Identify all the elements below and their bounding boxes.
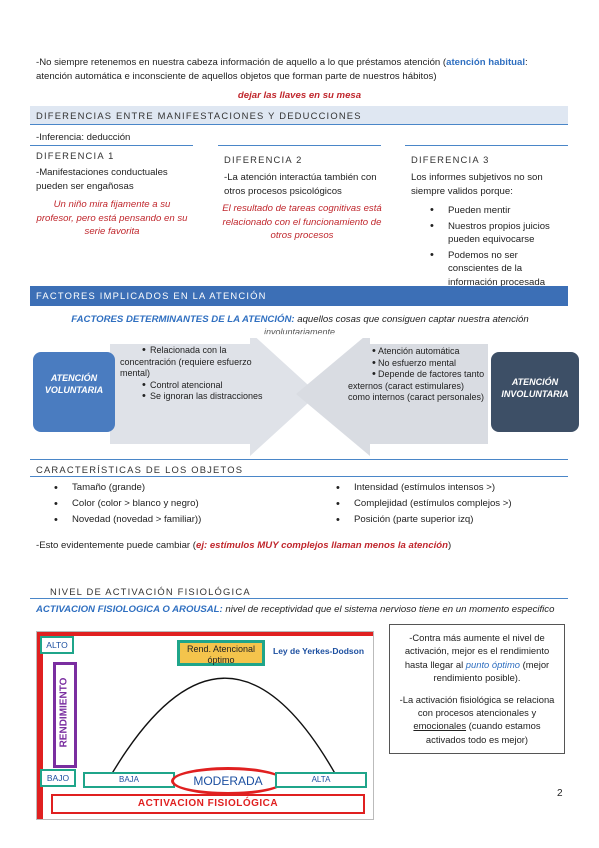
baja-label: BAJA — [83, 772, 175, 788]
alta-label: ALTA — [275, 772, 367, 788]
intro-line2: atención automática e inconsciente de aq… — [36, 70, 437, 82]
voluntaria-label: ATENCIÓN VOLUNTARIA — [44, 373, 104, 395]
intro-line1-c: : — [525, 57, 528, 68]
note-a: -Esto evidentemente puede cambiar ( — [36, 540, 196, 551]
factores-header: FACTORES IMPLICADOS EN LA ATENCIÓN — [30, 286, 568, 306]
side-p2-b: emocionales — [413, 720, 467, 732]
dif3-text: Los informes subjetivos no son siempre v… — [411, 172, 543, 197]
moderada-label: MODERADA — [171, 767, 285, 795]
voluntaria-box — [33, 352, 115, 432]
caracteristicas-rule — [30, 476, 568, 477]
inferencia-text: -Inferencia: deducción — [36, 132, 131, 143]
side-box-p1: -Contra más aumente el nivel de activaci… — [398, 631, 556, 685]
involuntaria-label: ATENCIÓN INVOLUNTARIA — [501, 377, 569, 399]
dif2-rule — [218, 145, 381, 146]
intro-line1-a: -No siempre retenemos en nuestra cabeza … — [36, 57, 447, 68]
activacion-definition: ACTIVACION FISIOLOGICA O AROUSAL: nivel … — [36, 603, 576, 617]
side-p1-b: punto óptimo — [465, 658, 521, 670]
factores-def-term: FACTORES DETERMINANTES DE LA ATENCIÓN: — [71, 314, 295, 325]
list-item: Control atencional — [108, 380, 268, 392]
ley-label: Ley de Yerkes-Dodson — [273, 646, 365, 656]
list-item: Relacionada con la concentración (requie… — [108, 345, 268, 380]
note-example: ej: estímulos MUY complejos llaman menos… — [195, 540, 448, 551]
involuntaria-box — [491, 352, 579, 432]
caracteristicas-right: Intensidad (estímulos intensos >) Comple… — [332, 480, 572, 528]
caracteristicas-title: CARACTERÍSTICAS DE LOS OBJETOS — [36, 464, 244, 475]
rendimiento-label: RENDIMIENTO — [58, 677, 70, 748]
list-item: Depende de factores tanto externos (cara… — [338, 369, 488, 404]
list-item: Color (color > blanco y negro) — [50, 496, 310, 512]
dif1-text: -Manifestaciones conductuales pueden ser… — [36, 167, 168, 192]
activacion-rule — [30, 598, 568, 599]
activacion-title: NIVEL DE ACTIVACIÓN FISIOLÓGICA — [50, 586, 251, 597]
rendimiento-box: RENDIMIENTO — [53, 662, 77, 768]
page-number: 2 — [557, 788, 563, 799]
list-item: Intensidad (estímulos intensos >) — [332, 480, 572, 496]
dif3-title: DIFERENCIA 3 — [411, 154, 490, 165]
list-item: Atención automática — [338, 346, 488, 358]
alto-label: ALTO — [40, 636, 74, 654]
activacion-side-box: -Contra más aumente el nivel de activaci… — [389, 624, 565, 754]
list-item: Complejidad (estímulos complejos >) — [332, 496, 572, 512]
list-item: Nuestros propios juicios pueden equivoca… — [426, 220, 561, 247]
list-item: Se ignoran las distracciones — [108, 391, 268, 403]
activacion-term: ACTIVACION FISIOLOGICA O AROUSAL: — [36, 604, 223, 615]
dif2-text: -La atención interactúa también con otro… — [224, 172, 377, 197]
factores-def-cont: involuntariamente — [263, 327, 336, 337]
involuntaria-list: Atención automática No esfuerzo mental D… — [338, 346, 488, 404]
factores-definition: FACTORES DETERMINANTES DE LA ATENCIÓN: a… — [60, 313, 540, 327]
list-item: Tamaño (grande) — [50, 480, 310, 496]
side-p2-a: -La activación fisiológica se relaciona … — [399, 693, 555, 719]
caracteristicas-left: Tamaño (grande) Color (color > blanco y … — [50, 480, 310, 528]
caracteristicas-note: -Esto evidentemente puede cambiar (ej: e… — [36, 539, 576, 553]
yerkes-dodson-graph: ALTO RENDIMIENTO BAJO Rend. Atencional ó… — [36, 631, 374, 820]
factores-def-text: aquellos cosas que consiguen captar nues… — [294, 314, 529, 325]
dif1-rule — [30, 145, 193, 146]
voluntaria-list: Relacionada con la concentración (requie… — [108, 345, 268, 403]
list-item: Novedad (novedad > familiar)) — [50, 512, 310, 528]
dif2-example: El resultado de tareas cognitivas está r… — [222, 203, 382, 241]
list-item: Podemos no ser conscientes de la informa… — [426, 249, 561, 290]
diferencias-header-bg — [30, 106, 568, 124]
bajo-label: BAJO — [40, 769, 76, 787]
optimo-box: Rend. Atencional óptimo — [177, 640, 265, 666]
list-item: Pueden mentir — [426, 204, 561, 218]
side-box-p2: -La activación fisiológica se relaciona … — [398, 693, 556, 747]
dif3-list: Pueden mentir Nuestros propios juicios p… — [426, 204, 561, 289]
factores-title: FACTORES IMPLICADOS EN LA ATENCIÓN — [36, 290, 267, 301]
side-p1-c: (mejor rendimiento posible). — [433, 658, 550, 684]
diferencias-rule — [30, 124, 568, 125]
activacion-def-text: nivel de receptividad que el sistema ner… — [222, 604, 555, 615]
intro-example: dejar las llaves en su mesa — [237, 90, 362, 101]
side-p1-a: -Contra más aumente el nivel de activaci… — [404, 632, 550, 670]
intro-paragraph: -No siempre retenemos en nuestra cabeza … — [36, 56, 566, 83]
dif1-title: DIFERENCIA 1 — [36, 150, 115, 161]
list-item: No esfuerzo mental — [338, 358, 488, 370]
intro-atencion-habitual: atención habitual — [446, 57, 526, 68]
caracteristicas-top-rule — [30, 459, 568, 460]
list-item: Posición (parte superior izq) — [332, 512, 572, 528]
diferencias-title: DIFERENCIAS ENTRE MANIFESTACIONES Y DEDU… — [36, 110, 362, 121]
activacion-label: ACTIVACION FISIOLÓGICA — [51, 794, 365, 814]
note-c: ) — [447, 540, 452, 551]
dif1-example: Un niño mira fijamente a su profesor, pe… — [36, 199, 188, 237]
side-p2-c: (cuando estamos activados todo es mejor) — [425, 720, 541, 745]
dif2-title: DIFERENCIA 2 — [224, 154, 303, 165]
dif3-rule — [405, 145, 568, 146]
